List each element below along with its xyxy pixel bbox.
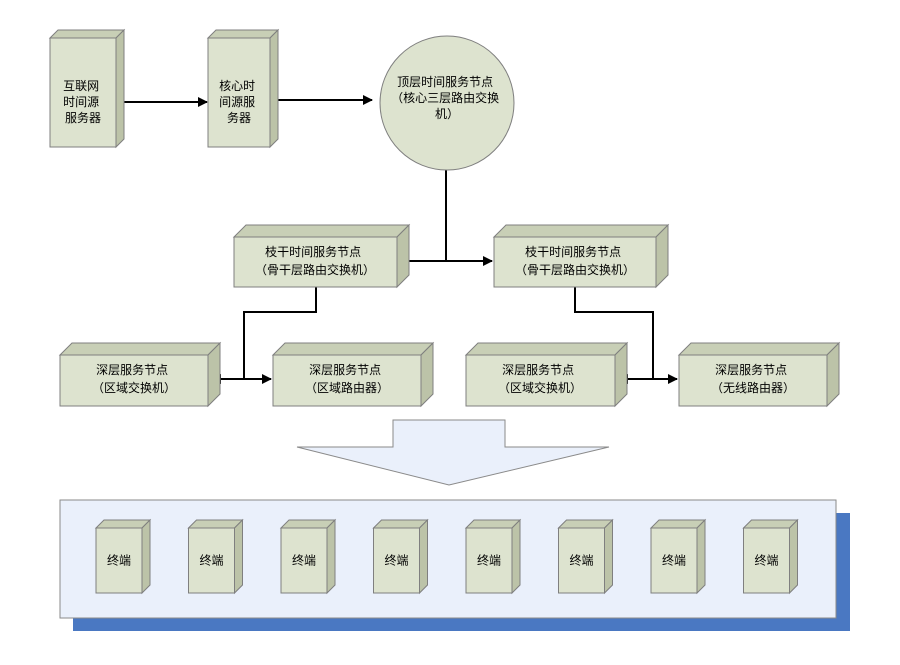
terminal-node: 终端 xyxy=(557,518,614,595)
deep-1-label-2: （区域交换机） xyxy=(92,380,176,395)
trunk-right-label-1: 枝干时间服务节点 xyxy=(525,244,621,259)
svg-text:枝干时间服务节点 （骨干层路由交换机）: 枝干时间服务节点 （骨干层路由交换机） xyxy=(515,244,635,277)
internet-source-label-2: 时间源 xyxy=(63,95,99,109)
deep-3-label-2: （区域交换机） xyxy=(498,380,582,395)
internet-source-label-3: 服务器 xyxy=(65,110,101,125)
trunk-node-left: 枝干时间服务节点 （骨干层路由交换机） xyxy=(232,223,411,289)
top-node-label-1: 顶层时间服务节点 xyxy=(397,74,493,89)
deep-3-label-1: 深层服务节点 xyxy=(502,362,574,377)
svg-text:枝干时间服务节点 （骨干层路由交换机）: 枝干时间服务节点 （骨干层路由交换机） xyxy=(255,244,375,277)
terminal-node: 终端 xyxy=(187,518,244,595)
core-server-label-2: 间源服 xyxy=(219,95,255,109)
terminal-label: 终端 xyxy=(199,553,223,568)
svg-text:互联网 时间源 服务器: 互联网 时间源 服务器 xyxy=(63,79,103,125)
svg-text:深层服务节点 （无线路由器）: 深层服务节点 （无线路由器） xyxy=(711,362,795,395)
terminal-node: 终端 xyxy=(372,518,429,595)
deep-2-label-1: 深层服务节点 xyxy=(309,362,381,377)
terminal-label: 终端 xyxy=(754,553,778,568)
terminal-label: 终端 xyxy=(477,553,501,568)
terminal-label: 终端 xyxy=(292,553,316,568)
deep-node-3: 深层服务节点 （区域交换机） xyxy=(464,341,629,408)
terminal-panel xyxy=(59,499,837,619)
internet-source-label-1: 互联网 xyxy=(63,79,99,93)
terminal-node: 终端 xyxy=(742,518,799,595)
deep-2-label-2: （区域路由器） xyxy=(305,380,389,395)
trunk-left-label-1: 枝干时间服务节点 xyxy=(265,244,361,259)
top-node-label-3: 机） xyxy=(435,107,459,121)
deep-4-label-1: 深层服务节点 xyxy=(715,362,787,377)
terminal-node: 终端 xyxy=(464,518,522,595)
svg-text:深层服务节点 （区域交换机）: 深层服务节点 （区域交换机） xyxy=(92,362,176,395)
svg-text:深层服务节点 （区域路由器）: 深层服务节点 （区域路由器） xyxy=(305,362,389,395)
line-trunk-left-down xyxy=(243,287,317,379)
deep-node-4: 深层服务节点 （无线路由器） xyxy=(677,341,841,408)
line-trunk-right-down xyxy=(574,287,654,379)
terminal-label: 终端 xyxy=(662,553,686,568)
terminal-node: 终端 xyxy=(649,518,707,595)
core-server-label-3: 务器 xyxy=(227,110,251,125)
terminal-label: 终端 xyxy=(107,553,131,568)
deep-node-2: 深层服务节点 （区域路由器） xyxy=(271,341,435,408)
svg-text:核心时 间源服 务器: 核心时 间源服 务器 xyxy=(219,79,259,125)
terminal-label: 终端 xyxy=(384,553,408,568)
terminals-group: 终端 终端 终端 终端 终端 终端 终端 终端 xyxy=(94,518,799,595)
deep-1-label-1: 深层服务节点 xyxy=(96,362,168,377)
connectors xyxy=(124,95,678,384)
terminal-label: 终端 xyxy=(569,553,593,568)
svg-text:深层服务节点 （区域交换机）: 深层服务节点 （区域交换机） xyxy=(498,362,582,395)
trunk-node-right: 枝干时间服务节点 （骨干层路由交换机） xyxy=(492,223,670,289)
top-node-label-2: （核心三层路由交换 xyxy=(391,90,499,105)
trunk-left-label-2: （骨干层路由交换机） xyxy=(255,262,375,277)
trunk-right-label-2: （骨干层路由交换机） xyxy=(515,262,635,277)
svg-text:顶层时间服务节点 （核心三层路由交换: 顶层时间服务节点 （核心三层路由交换 机） xyxy=(391,74,503,121)
terminal-node: 终端 xyxy=(279,518,337,595)
deep-node-1: 深层服务节点 （区域交换机） xyxy=(58,341,222,408)
internet-source-server: 互联网 时间源 服务器 xyxy=(48,28,126,149)
down-arrow-shape xyxy=(296,419,610,486)
core-server-label-1: 核心时 xyxy=(219,79,255,93)
core-time-server: 核心时 间源服 务器 xyxy=(206,28,280,149)
deep-4-label-2: （无线路由器） xyxy=(711,380,795,395)
top-time-service-node: 顶层时间服务节点 （核心三层路由交换 机） xyxy=(379,35,515,171)
terminal-node: 终端 xyxy=(94,518,152,595)
